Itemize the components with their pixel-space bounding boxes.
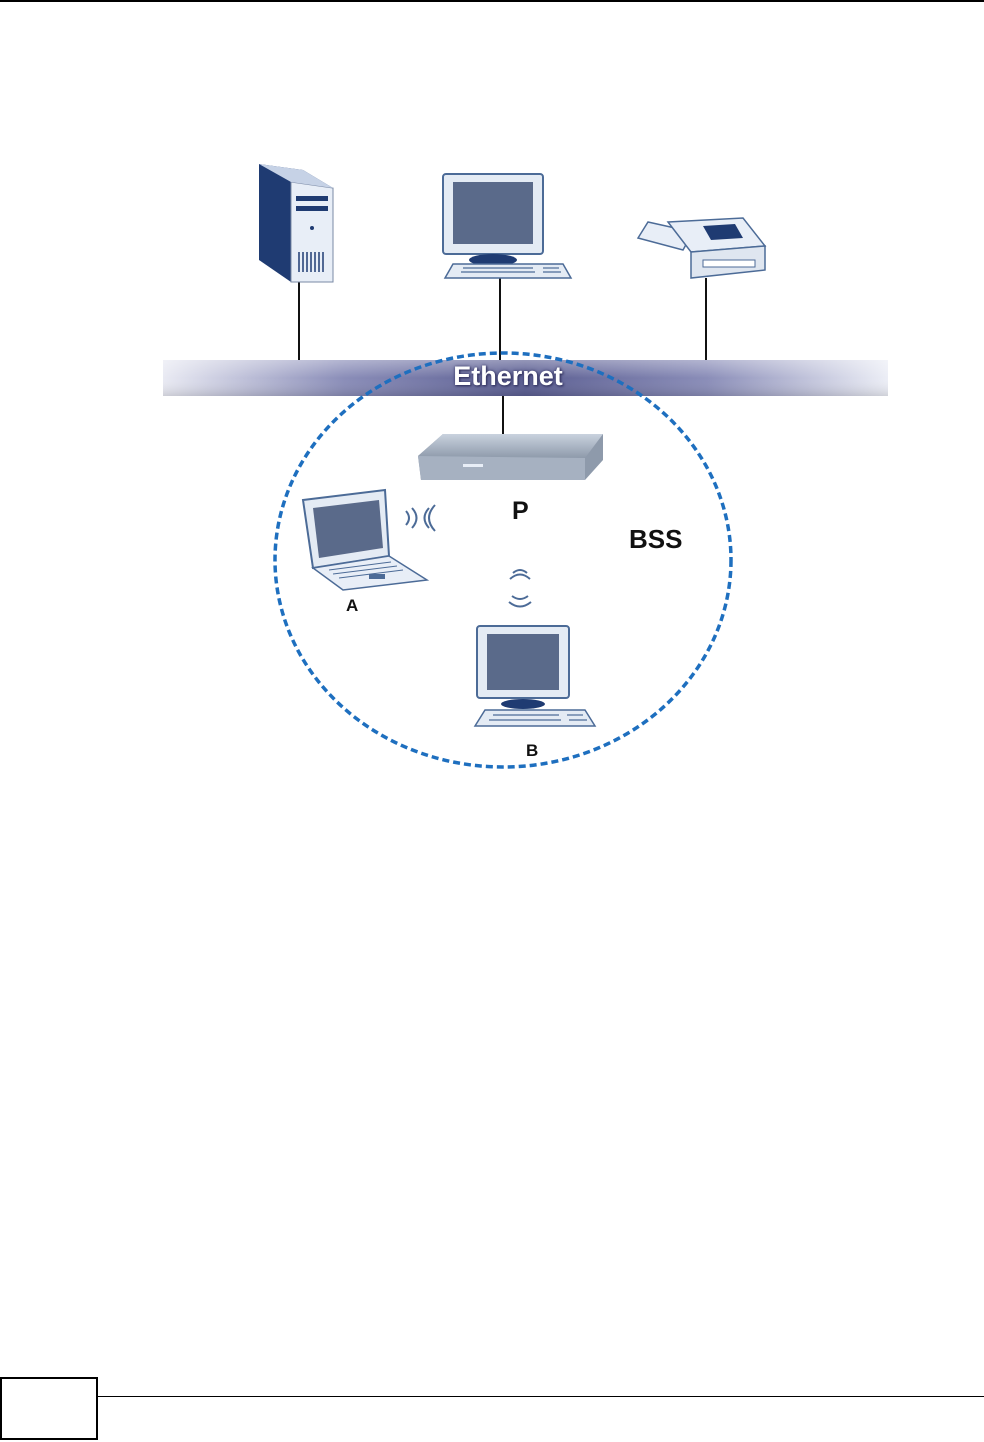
station-a-label: A: [346, 596, 358, 616]
desktop-b-icon: [475, 626, 595, 726]
server-icon: [259, 164, 333, 282]
page-number-box: [0, 1377, 98, 1440]
station-b-label: B: [526, 741, 538, 761]
laptop-icon: [303, 490, 427, 590]
ethernet-label: Ethernet: [433, 361, 583, 392]
bss-network-diagram: Ethernet P BSS A B: [163, 160, 888, 770]
access-point-label: P: [512, 497, 529, 526]
top-rule: [0, 0, 984, 2]
desktop-icon: [443, 174, 571, 278]
bss-label: BSS: [629, 524, 682, 555]
footer-rule: [98, 1396, 984, 1397]
access-point-icon: [418, 434, 603, 480]
printer-icon: [638, 218, 765, 278]
